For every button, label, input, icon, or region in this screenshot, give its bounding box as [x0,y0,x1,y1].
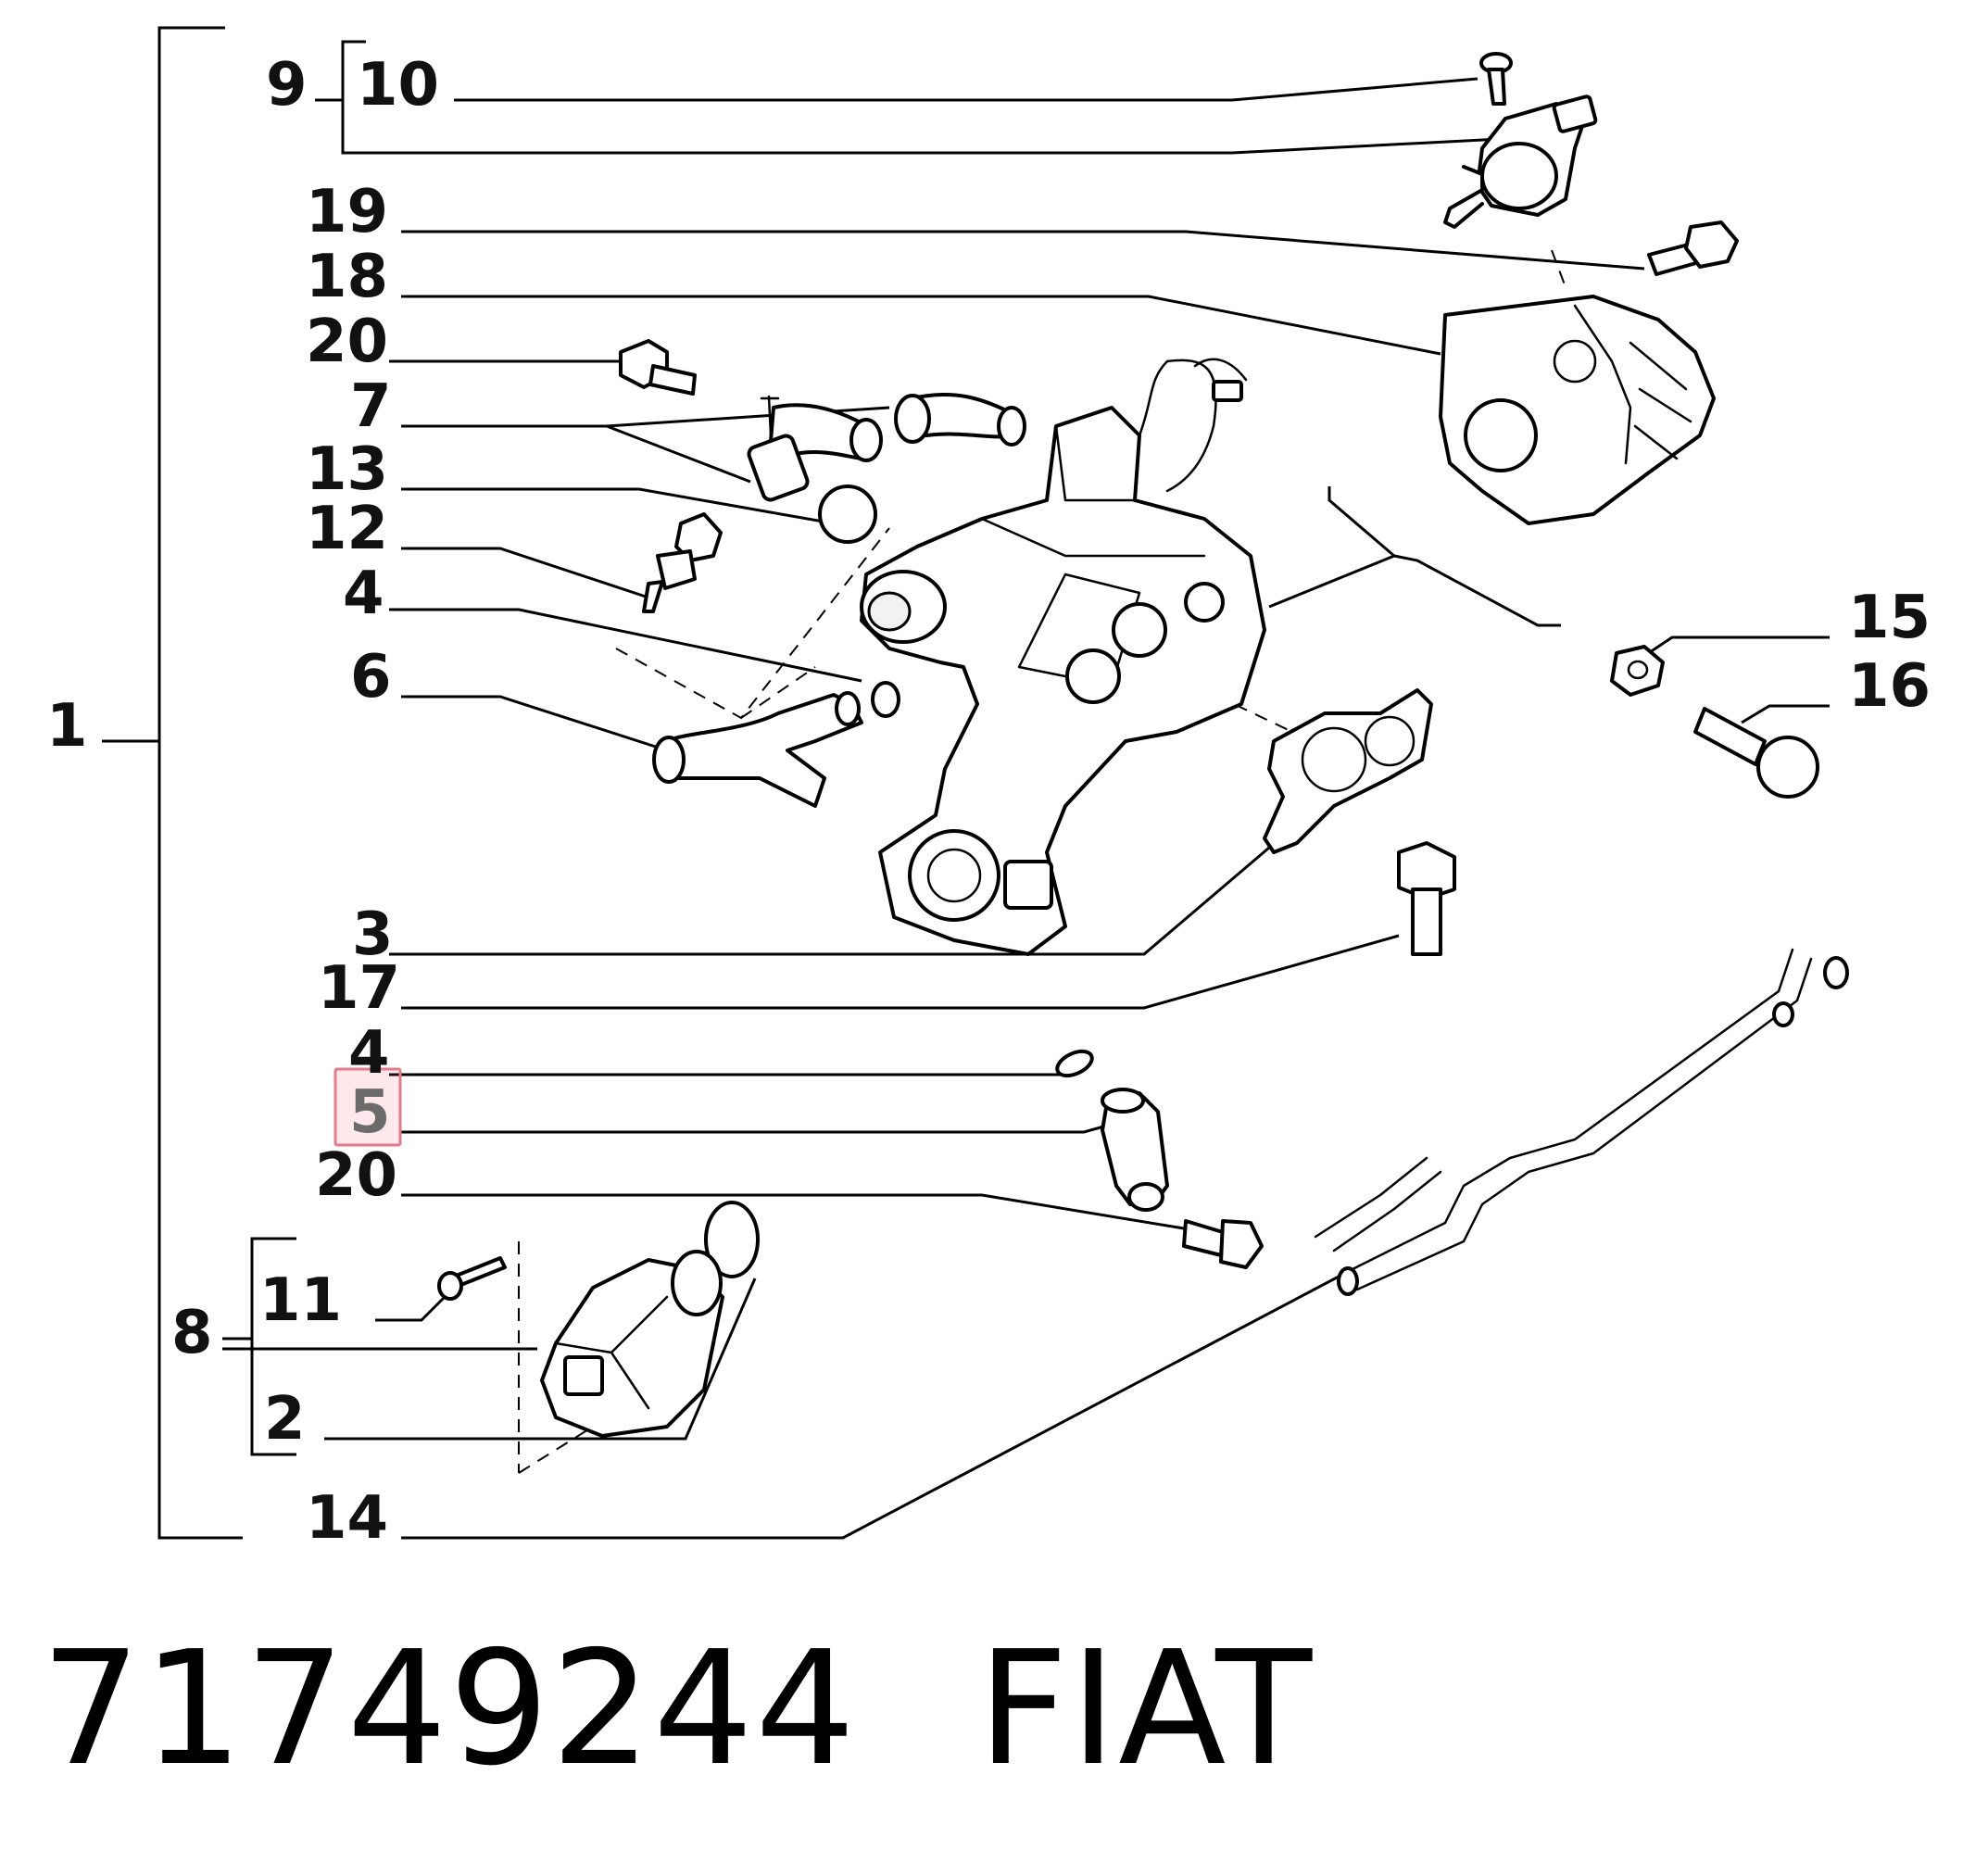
parts [437,52,1849,1438]
leader-16 [1741,704,1830,724]
bracket-8 [250,1237,296,1456]
leader-11 [375,1295,447,1322]
callout-16: 16 [1848,652,1931,721]
callout-12: 12 [306,495,388,563]
callout-1: 1 [46,692,88,761]
sensor-part-12 [642,512,723,613]
callout-6: 6 [350,643,392,711]
bolt-part-20-lower [1182,1219,1264,1269]
leader-13 [401,487,835,525]
dash-actuator-to-housing [1551,249,1566,288]
callout-17: 17 [318,954,400,1023]
brand-name: FIAT [977,1618,1315,1801]
mount-line-b [1393,554,1561,627]
leader-3 [389,846,1270,956]
callout-14: 14 [306,1484,388,1553]
bracket-9-10 [341,40,1232,155]
gasket-part-3 [1263,688,1433,854]
callout-5: 5 [349,1078,391,1147]
callout-11: 11 [259,1266,342,1335]
leader-14 [401,1275,1340,1540]
mount-line-a [1268,486,1397,609]
bolt-part-20-upper [619,339,697,396]
leader-15 [1643,636,1830,658]
highlight-box-callout-5 [333,1067,402,1147]
bolt-part-19 [1647,220,1739,276]
o-ring-part-13 [818,485,877,544]
assembly-brackets [102,26,1232,1540]
callout-18: 18 [306,243,388,311]
leader-6 [401,695,668,752]
callout-2: 2 [264,1385,306,1454]
bolt-part-16 [1693,707,1819,799]
leader-19 [401,230,1645,271]
leader-4a [389,608,862,683]
dash-fitting-b [740,666,816,719]
leader-5 [401,1124,1108,1134]
leader-10 [454,77,1478,102]
construction-lines [518,249,1566,1474]
leader-18 [401,295,1441,356]
fitting-part-5 [1101,1088,1169,1212]
o-ring-part-4-lower [1055,1049,1094,1078]
bracket-1 [157,26,243,1540]
nut-part-15 [1610,645,1665,697]
housing-part-18 [1439,295,1716,525]
actuator-part-9 [1443,94,1598,229]
callout-19: 19 [306,178,388,246]
leader-lines [222,77,1830,1540]
callout-10: 10 [357,51,439,120]
bolt-part-17 [1397,841,1456,956]
callout-4-lower: 4 [348,1019,390,1088]
callout-7: 7 [350,372,392,441]
pipe-part-6 [652,691,863,808]
callout-4-upper: 4 [343,560,384,628]
hose-part-7 [747,392,1026,502]
leader-7b [606,424,751,484]
screw-part-10 [1479,52,1513,106]
callout-3: 3 [352,900,394,969]
pipe-part-14 [1314,948,1849,1296]
main-manifold-body [860,358,1266,956]
callout-9: 9 [266,51,308,120]
callout-labels: 1 9 10 19 18 20 7 13 12 4 6 15 16 3 17 4… [46,51,1931,1553]
o-ring-part-4-upper [871,681,900,718]
leader-20b [401,1193,1196,1232]
callout-8: 8 [171,1299,213,1367]
dash-main-to-gasket [1194,685,1293,733]
leader-12 [401,547,649,599]
o-ring-part-2 [704,1201,760,1278]
callout-13: 13 [306,435,388,504]
part-number: 71749244 [41,1618,858,1801]
leader-9 [1231,137,1502,155]
callout-20-upper: 20 [306,308,388,376]
thermostat-part-8 [540,1250,724,1438]
leader-17 [401,934,1400,1010]
callout-15: 15 [1848,584,1931,652]
leader-2 [324,1278,757,1441]
callout-20-lower: 20 [315,1141,397,1210]
dash-thermo-b [518,1426,594,1474]
screw-part-11 [437,1256,507,1301]
